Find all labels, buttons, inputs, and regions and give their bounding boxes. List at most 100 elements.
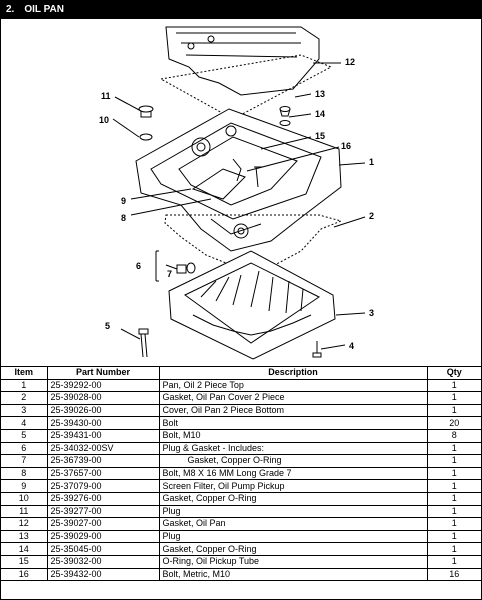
part-number-cell: 25-35045-00 [46, 542, 160, 556]
part-number-cell: 25-39276-00 [46, 491, 160, 506]
qty-cell: 1 [426, 479, 481, 493]
description-cell: Pan, Oil 2 Piece Top [158, 378, 428, 393]
description-cell: Plug [158, 504, 428, 519]
description-cell: Screen Filter, Oil Pump Pickup [158, 479, 428, 493]
item-cell: 3 [1, 403, 48, 418]
qty-cell: 1 [426, 391, 481, 405]
description-cell: Bolt, M8 X 16 MM Long Grade 7 [158, 466, 428, 481]
item-cell: 15 [1, 554, 48, 569]
col-header-qty: Qty [426, 367, 481, 380]
qty-cell: 16 [426, 567, 481, 582]
col-header-description: Description [158, 367, 428, 380]
item-cell: 9 [1, 479, 48, 493]
qty-cell: 1 [426, 441, 481, 456]
part-number-cell: 25-39432-00 [46, 567, 160, 582]
callout-11: 11 [101, 91, 111, 101]
callout-14: 14 [315, 109, 325, 119]
description-cell: Cover, Oil Pan 2 Piece Bottom [158, 403, 428, 418]
part-number-cell: 25-39027-00 [46, 517, 160, 531]
callout-13: 13 [315, 89, 325, 99]
qty-cell: 1 [426, 554, 481, 569]
callout-12: 12 [345, 57, 355, 67]
item-cell: 13 [1, 529, 48, 544]
part-number-cell: 25-37657-00 [46, 466, 160, 481]
callout-9: 9 [121, 196, 126, 206]
callout-10: 10 [99, 115, 109, 125]
callout-8: 8 [121, 213, 126, 223]
item-cell: 8 [1, 466, 48, 481]
qty-cell: 1 [426, 466, 481, 481]
item-cell: 11 [1, 504, 48, 519]
qty-cell: 1 [426, 403, 481, 418]
item-cell: 7 [1, 454, 48, 468]
part-number-cell: 25-34032-00SV [46, 441, 160, 456]
description-cell: Bolt, Metric, M10 [158, 567, 428, 582]
item-cell: 6 [1, 441, 48, 456]
section-header: 2. OIL PAN [1, 1, 481, 19]
callout-16: 16 [341, 141, 351, 151]
item-cell: 4 [1, 416, 48, 430]
section-number: 2. [6, 4, 15, 15]
part-number-cell: 25-39032-00 [46, 554, 160, 569]
part-number-cell: 25-39430-00 [46, 416, 160, 430]
part-number-cell: 25-39026-00 [46, 403, 160, 418]
description-cell: Gasket, Copper O-Ring [158, 454, 428, 468]
callout-5: 5 [105, 321, 110, 331]
section-title: OIL PAN [24, 4, 64, 15]
item-cell: 10 [1, 491, 48, 506]
qty-cell: 1 [426, 517, 481, 531]
description-cell: Gasket, Oil Pan Cover 2 Piece [158, 391, 428, 405]
description-cell: Plug & Gasket - Includes: [158, 441, 428, 456]
callout-7: 7 [167, 269, 172, 279]
col-header-item: Item [1, 367, 48, 380]
qty-cell: 1 [426, 454, 481, 468]
qty-cell: 1 [426, 491, 481, 506]
col-header-part-number: Part Number [46, 367, 160, 380]
part-number-cell: 25-36739-00 [46, 454, 160, 468]
part-number-cell: 25-39029-00 [46, 529, 160, 544]
item-cell: 14 [1, 542, 48, 556]
description-cell: Gasket, Copper O-Ring [158, 542, 428, 556]
part-number-cell: 25-39292-00 [46, 378, 160, 393]
callout-2: 2 [369, 211, 374, 221]
item-cell: 12 [1, 517, 48, 531]
qty-cell: 1 [426, 378, 481, 393]
callout-15: 15 [315, 131, 325, 141]
description-cell: Gasket, Copper O-Ring [158, 491, 428, 506]
part-number-cell: 25-39431-00 [46, 428, 160, 443]
oil-pan-drawing: 12 13 14 15 16 1 2 3 4 5 6 7 8 9 10 11 [99, 26, 374, 360]
part-number-cell: 25-39277-00 [46, 504, 160, 519]
description-cell: Bolt, M10 [158, 428, 428, 443]
item-cell: 1 [1, 378, 48, 393]
item-cell: 2 [1, 391, 48, 405]
qty-cell: 1 [426, 504, 481, 519]
description-cell: Bolt [158, 416, 428, 430]
description-cell: Plug [158, 529, 428, 544]
callout-3: 3 [369, 308, 374, 318]
item-cell: 16 [1, 567, 48, 582]
qty-cell: 8 [426, 428, 481, 443]
qty-cell: 20 [426, 416, 481, 430]
callout-1: 1 [369, 157, 374, 167]
callout-4: 4 [349, 341, 354, 351]
qty-cell: 1 [426, 529, 481, 544]
part-number-cell: 25-37079-00 [46, 479, 160, 493]
